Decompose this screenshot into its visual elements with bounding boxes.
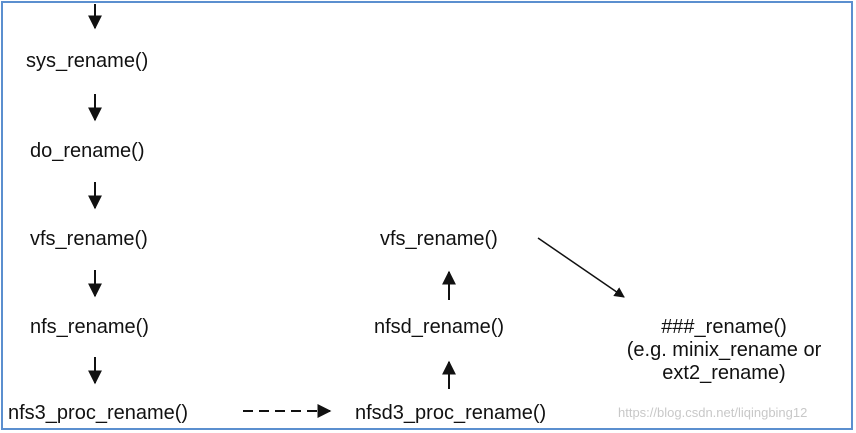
node-vfs-rename-left: vfs_rename() [30, 228, 148, 250]
arrow-vfs-to-target [537, 237, 625, 298]
node-nfs3-proc-rename: nfs3_proc_rename() [8, 402, 189, 424]
node-sys-rename: sys_rename() [26, 50, 149, 72]
node-nfsd-rename: nfsd_rename() [374, 316, 505, 338]
watermark-text: https://blog.csdn.net/liqingbing12 [618, 405, 808, 420]
node-vfs-rename-server: vfs_rename() [380, 228, 498, 250]
node-nfsd3-proc-rename: nfsd3_proc_rename() [355, 402, 547, 424]
node-do-rename: do_rename() [30, 140, 145, 162]
node-nfs-rename: nfs_rename() [30, 316, 149, 338]
target-line-1: ###_rename() [661, 316, 787, 338]
node-fs-specific-rename: ###_rename() (e.g. minix_rename or ext2_… [600, 316, 848, 385]
target-line-3: ext2_rename) [662, 362, 786, 384]
target-line-2: (e.g. minix_rename or [626, 339, 822, 361]
